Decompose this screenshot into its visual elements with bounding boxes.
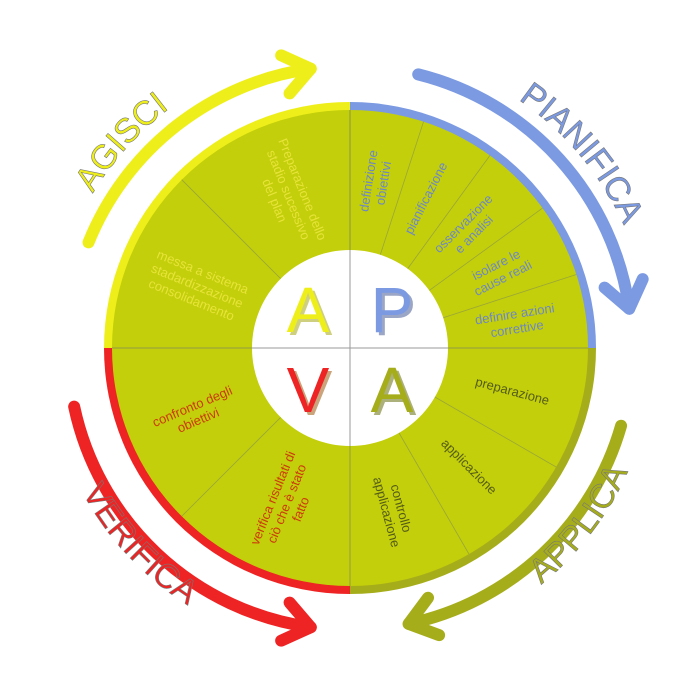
letter-a-applica: A [371, 354, 414, 426]
segment-dividers [112, 110, 588, 586]
divider-line [379, 121, 424, 255]
divider-line [398, 432, 470, 555]
divider-line [407, 155, 491, 269]
curved-arrow-pianifica-icon [412, 68, 649, 315]
divider-line [434, 396, 557, 468]
letter-a-agisci-shadow: A [290, 277, 333, 349]
segment-label-pianifica-0: definizioneobiettivi [356, 149, 395, 215]
segment-text: definizioneobiettivi [356, 149, 395, 215]
divider-line [181, 417, 281, 517]
letter-p: P [371, 274, 414, 346]
divider-line [181, 179, 281, 279]
segment-text-line: obiettivi [372, 160, 394, 206]
curved-arrow-agisci-icon [82, 49, 317, 249]
divider-line [429, 207, 543, 291]
letter-a-agisci: A [287, 274, 330, 346]
letter-v: V [287, 354, 330, 426]
letter-v-shadow: V [290, 357, 333, 429]
letter-a-applica-shadow: A [374, 357, 417, 429]
letter-p-shadow: P [374, 277, 417, 349]
curved-arrow-verifica-icon [68, 400, 317, 647]
curved-arrow-applica-icon [402, 419, 628, 642]
outer-arrows [68, 49, 649, 647]
divider-line [443, 274, 577, 319]
